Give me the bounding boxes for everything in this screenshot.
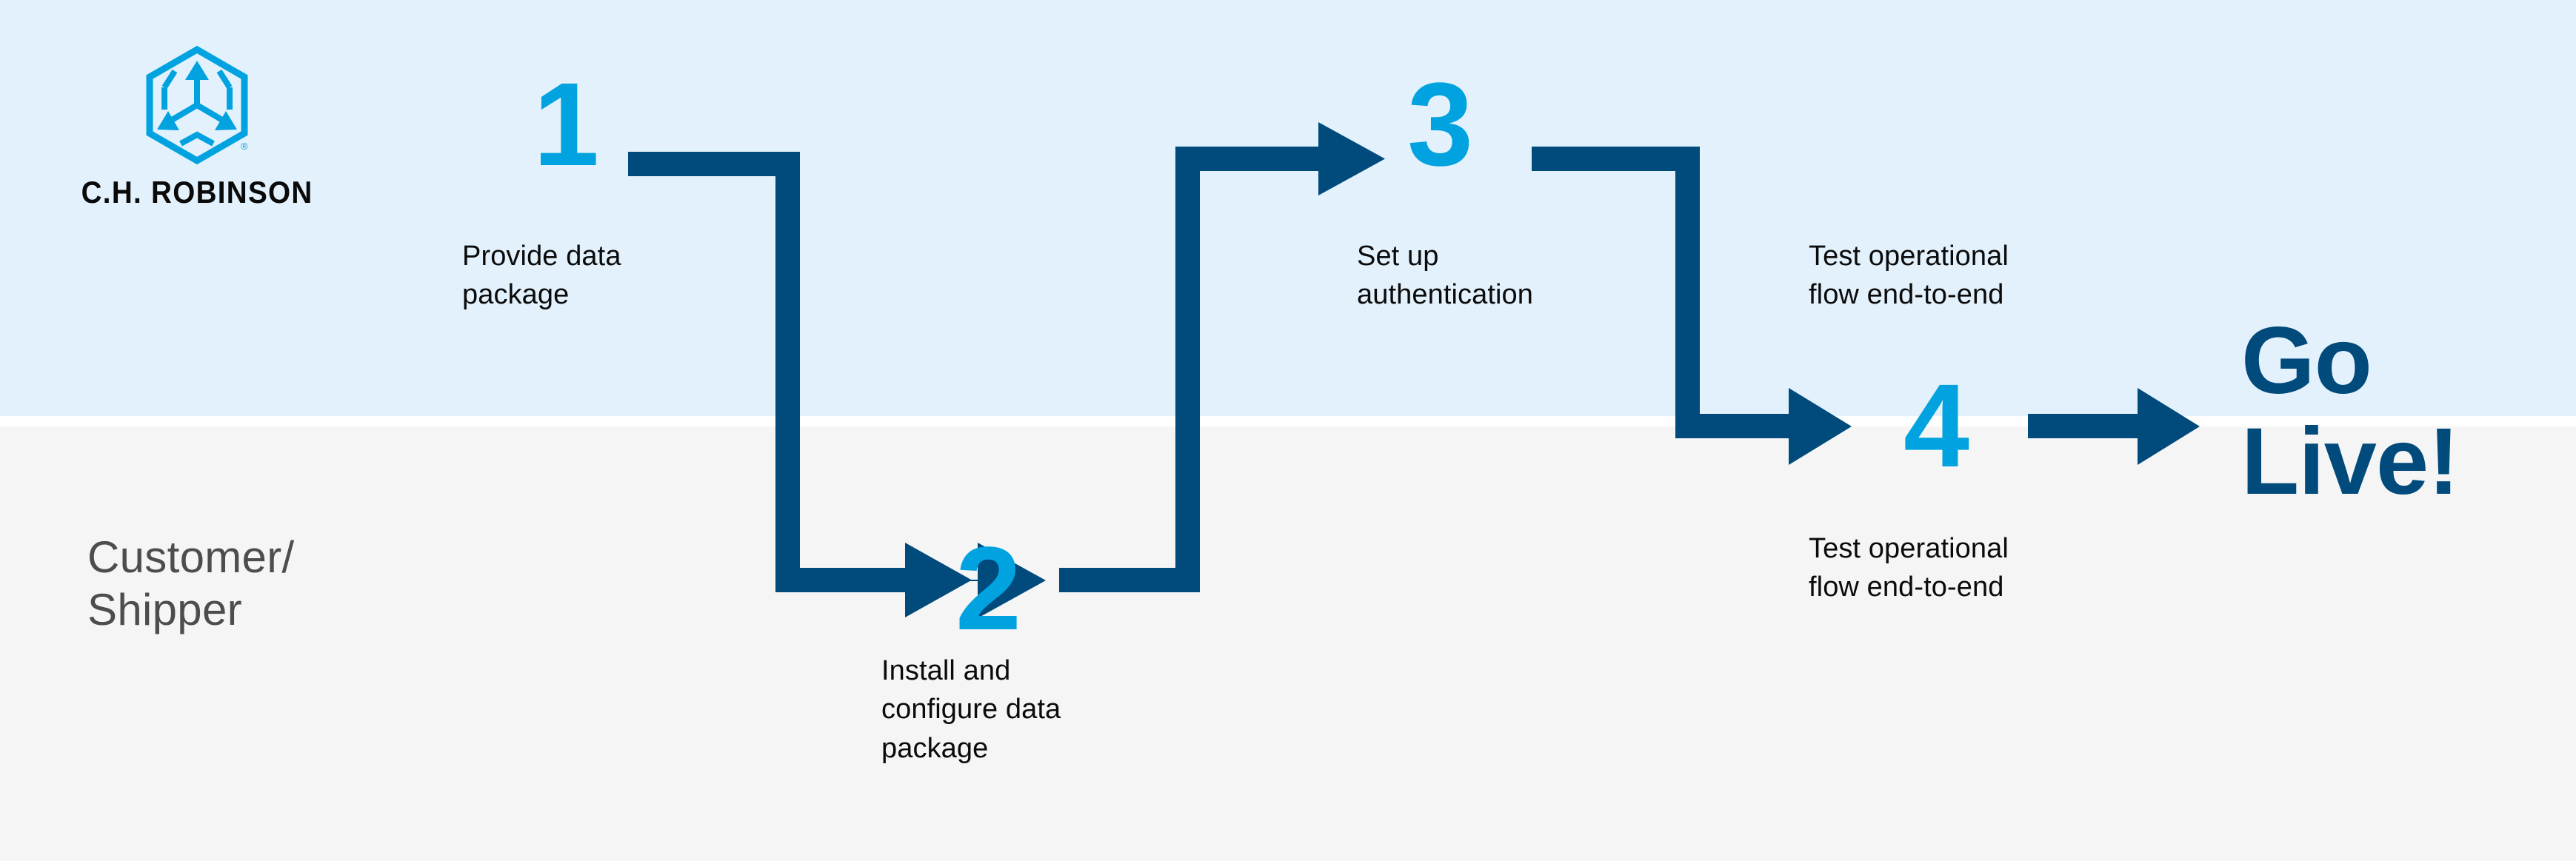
- connector-1-to-2-strokes: [628, 152, 972, 617]
- step-number-2: 2: [955, 522, 1021, 654]
- connector-2-to-3: [1059, 122, 1385, 592]
- band-customer-lane: [0, 426, 2576, 861]
- step-number-4: 4: [1903, 359, 1969, 492]
- brand-logo-block: ® C.H. ROBINSON: [71, 46, 323, 210]
- step-number-3: 3: [1407, 58, 1473, 190]
- step-number-1: 1: [533, 58, 599, 190]
- step-caption-test-flow-top: Test operational flow end-to-end: [1809, 241, 2009, 311]
- lane-label-customer-shipper: Customer/ Shipper: [87, 532, 295, 634]
- step-caption-1: Provide data package: [462, 241, 621, 311]
- connector-3-to-4: [1532, 147, 1852, 465]
- ch-robinson-hexagon-cube-logo-icon: ®: [146, 46, 248, 164]
- step-caption-2: Install and configure data package: [881, 655, 1061, 764]
- band-chrobinson-lane: [0, 0, 2576, 416]
- connector-4-to-golive: [2028, 388, 2200, 465]
- registered-trademark-mark: ®: [241, 141, 248, 152]
- brand-wordmark: C.H. ROBINSON: [81, 175, 313, 210]
- step-caption-4: Test operational flow end-to-end: [1809, 533, 2009, 603]
- step-caption-3: Set up authentication: [1357, 241, 1534, 311]
- connector-1-to-2: [628, 152, 1046, 618]
- go-live-label: Go Live!: [2241, 308, 2460, 515]
